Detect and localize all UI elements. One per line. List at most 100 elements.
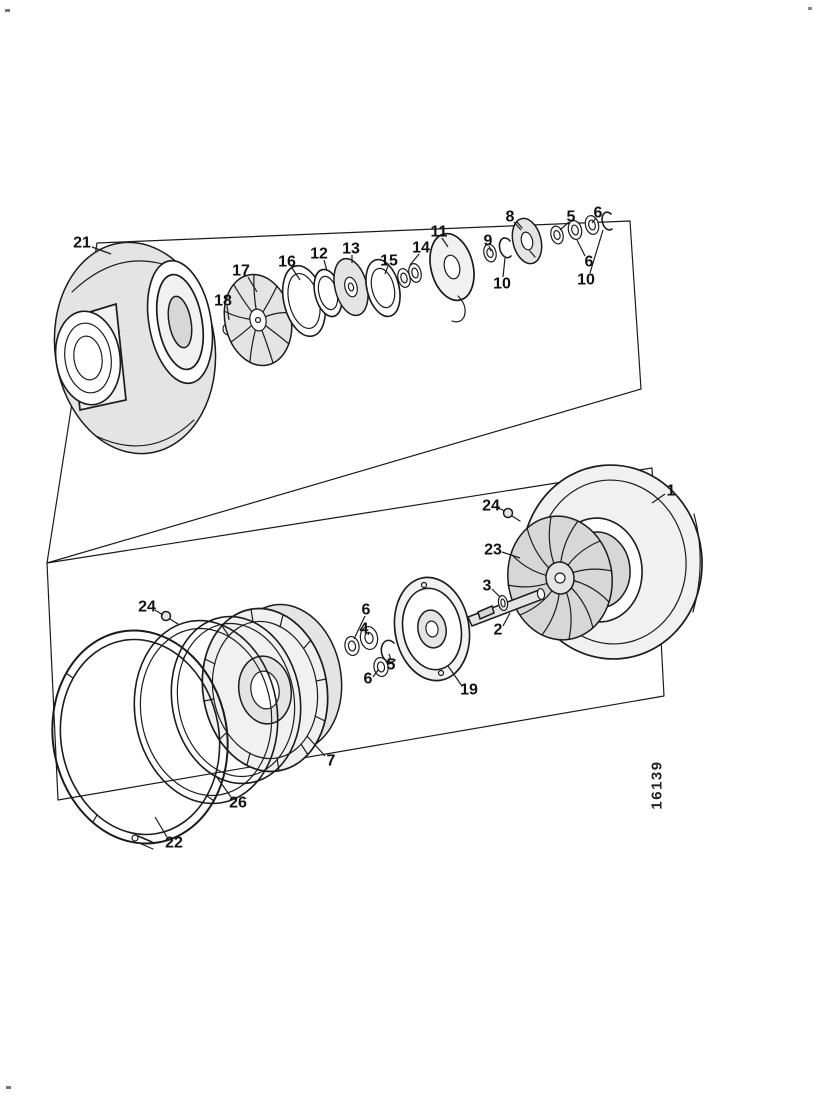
callout-8-label: 8: [506, 209, 515, 226]
top-assembly: [53, 211, 613, 455]
callout-13-label: 13: [342, 241, 360, 258]
scan-artifact: [5, 9, 10, 12]
callout-11-label: 11: [431, 224, 448, 241]
part-10-snap-ring-inner: [498, 237, 512, 259]
callout-4-label: 4: [360, 621, 369, 638]
callout-2-label: 2: [494, 622, 503, 639]
nozzle-vane: [250, 608, 254, 623]
part-14-washers: [397, 263, 422, 288]
callout-2-leader: [502, 612, 511, 627]
callout-26-leader: [215, 775, 232, 798]
part-23-turbine-wheel: [507, 515, 613, 641]
callout-6-label: 6: [594, 205, 603, 222]
callout-5-label: 5: [387, 657, 396, 674]
callout-24-leader: [154, 609, 164, 616]
callout-1-leader: [651, 493, 666, 504]
callout-19-leader: [447, 665, 463, 687]
part-13-thrust-collar: [333, 257, 369, 317]
callout-9-label: 9: [484, 233, 493, 250]
callout-5-leader: [388, 653, 392, 661]
callout-24-leader: [497, 507, 506, 512]
part-6-washer-left: [344, 635, 360, 657]
part-8-oil-slinger: [511, 217, 543, 265]
callout-5-label: 5: [567, 209, 576, 226]
part-24-bolt-right: [502, 507, 521, 522]
figure-number: 16139: [649, 760, 666, 809]
callout-17-leader: [247, 276, 258, 293]
callout-6-label: 6: [585, 254, 594, 271]
callout-23-leader: [501, 551, 521, 559]
callout-23-label: 23: [484, 542, 502, 559]
nozzle-vane: [279, 614, 284, 628]
callout-12-leader: [323, 259, 328, 272]
bottom-assembly: [51, 464, 703, 850]
nozzle-vane: [221, 625, 230, 637]
shaft-collar: [477, 604, 495, 621]
part-7-nozzle-ring: [201, 603, 343, 773]
callout-15-label: 15: [380, 253, 398, 270]
nozzle-vane: [300, 743, 309, 756]
part-11-backplate: [429, 232, 475, 323]
part-4-washer: [359, 625, 379, 651]
part-19-bearing-plate: [393, 576, 471, 682]
callout-24-label: 24: [138, 599, 156, 616]
callout-22-label: 22: [165, 835, 183, 852]
nozzle-vane: [246, 752, 251, 766]
callout-10-leader: [589, 229, 604, 274]
part-6-washer-a: [567, 220, 583, 240]
nozzle-vane: [303, 639, 312, 649]
part-9-washer: [483, 243, 497, 263]
callout-18-label: 18: [214, 293, 232, 310]
nozzle-vane: [314, 715, 326, 722]
callout-6-label: 6: [364, 671, 373, 688]
callout-15-leader: [384, 265, 389, 275]
nozzle-vane: [315, 678, 327, 682]
nozzle-vane: [204, 658, 216, 665]
callout-10-leader: [502, 257, 506, 278]
callout-21-label: 21: [73, 235, 91, 252]
scan-artifact: [808, 7, 812, 10]
part-3-sleeve: [497, 594, 509, 612]
callout-7-leader: [306, 735, 326, 757]
callout-16-label: 16: [278, 254, 296, 271]
part-10-snap-ring-outer: [601, 211, 613, 231]
callout-5-leader: [559, 221, 570, 231]
callout-9-leader: [488, 245, 492, 252]
clamp-t-bolt: [137, 835, 153, 843]
nozzle-vane: [218, 731, 228, 741]
part-17-compressor-wheel: [223, 273, 293, 367]
callout-8-leader: [513, 221, 522, 231]
part-24-bolt-left: [160, 610, 179, 625]
part-6-washer-b: [584, 215, 600, 235]
callout-17-label: 17: [232, 263, 250, 280]
part-15-ring: [365, 258, 401, 318]
callout-21-leader: [91, 246, 112, 255]
callout-12-label: 12: [310, 246, 328, 263]
part-5-snap-ring: [380, 639, 396, 663]
callout-4-leader: [367, 631, 370, 636]
callout-16-leader: [291, 267, 301, 281]
callout-24-label: 24: [482, 498, 500, 515]
backplate-tab: [451, 295, 466, 323]
callout-6-leader: [576, 239, 586, 257]
callout-14-label: 14: [412, 240, 430, 257]
callout-18-leader: [226, 305, 230, 321]
callout-3-leader: [491, 588, 501, 598]
callout-6-label: 6: [362, 602, 371, 619]
callout-19-label: 19: [460, 682, 478, 699]
callout-6-leader: [591, 217, 597, 224]
exploded-plane-top: [46, 220, 642, 564]
callout-11-leader: [441, 237, 449, 248]
callout-22-leader: [154, 816, 168, 838]
callout-6-leader: [372, 669, 379, 678]
scan-artifact: [6, 1086, 11, 1089]
part-5-washer-top: [550, 225, 564, 245]
callout-26-label: 26: [229, 795, 247, 812]
callout-6-leader: [353, 615, 366, 640]
callout-1-label: 1: [667, 483, 676, 500]
callout-10-label: 10: [577, 272, 595, 289]
callout-7-label: 7: [327, 753, 336, 770]
